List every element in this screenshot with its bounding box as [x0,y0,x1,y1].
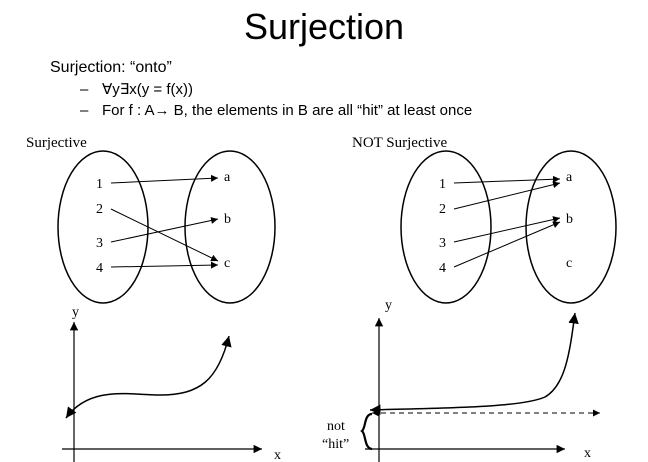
domain-element-1: 1 [439,177,446,192]
not-hit-note-line2: “hit” [322,437,349,452]
bullet-surjection-onto: Surjection: “onto” [50,59,172,76]
domain-element-2: 2 [439,202,446,217]
codomain-set-b [184,150,276,304]
codomain-element-c: c [224,256,230,271]
unhit-brace [360,412,373,451]
dash-marker: – [80,81,89,98]
domain-set-a [57,150,149,304]
arrow-2-to-c [110,208,219,262]
arrow-3-to-b [453,216,561,243]
codomain-element-a: a [566,170,573,185]
codomain-element-a: a [224,170,231,185]
codomain-element-b: b [566,212,573,227]
sub-bullet-definition: –∀y∃x(y = f(x)) [80,80,193,98]
surjective-graph: y x [62,305,281,462]
surjective-label: Surjective [26,135,87,151]
domain-set-a [400,150,492,304]
arrow-2-to-a [453,181,561,210]
hit-text: For f : A→ B, the elements in B are all … [102,102,473,119]
arrow-4-to-b [453,221,561,268]
arrow-3-to-b [110,217,219,243]
x-axis-label: x [274,448,281,462]
not-hit-note-line1: not [327,419,345,434]
codomain-element-b: b [224,212,231,227]
domain-element-3: 3 [439,236,446,251]
codomain-set-b [525,150,617,304]
cubic-curve [65,335,232,419]
sub-bullet-hit: –For f : A→ B, the elements in B are all… [80,102,472,119]
surjective-mapping: 1 2 3 4 a b c [57,150,276,304]
not-surjective-mapping: 1 2 3 4 a b c [400,150,617,304]
definition-text: ∀y∃x(y = f(x)) [102,81,193,98]
domain-element-4: 4 [96,261,103,276]
slide-title: Surjection [243,6,405,47]
y-axis-label: y [72,305,79,320]
x-axis-label: x [584,446,591,461]
exponential-curve [369,312,579,415]
domain-element-1: 1 [96,177,103,192]
arrow-4-to-c [110,261,219,269]
arrow-1-to-a [453,175,561,184]
codomain-element-c: c [566,256,572,271]
not-surjective-label: NOT Surjective [352,135,448,151]
domain-element-4: 4 [439,261,446,276]
dash-marker: – [80,102,89,119]
domain-element-3: 3 [96,236,103,251]
domain-element-2: 2 [96,202,103,217]
y-axis-label: y [385,298,392,313]
not-surjective-graph: y x not “hit” [322,298,600,462]
arrow-1-to-a [110,174,219,184]
